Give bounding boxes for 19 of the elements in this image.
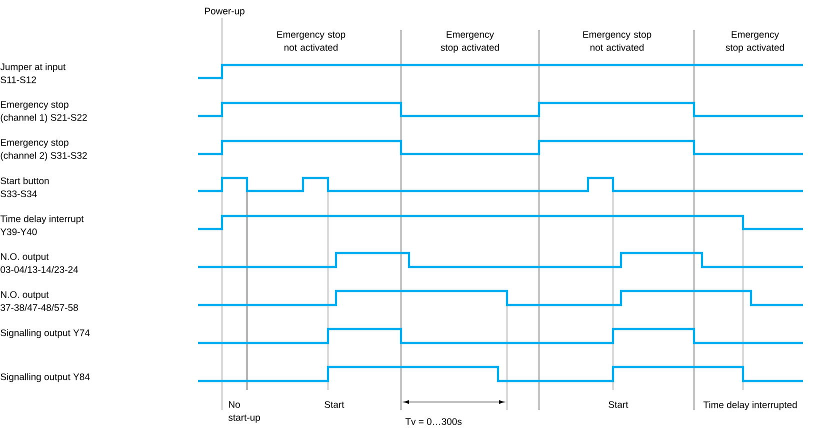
phase-label: Emergency stop not activated	[583, 31, 652, 51]
signal-label: Signalling output Y74	[0, 329, 90, 338]
signal-label: Emergency stop (channel 2) S31-S32	[0, 139, 87, 161]
signal-label: N.O. output 37-38/47-48/57-58	[0, 291, 78, 311]
signal-label: Time delay interrupt Y39-Y40	[0, 215, 84, 236]
signal-label: Jumper at input S11-S12	[0, 63, 66, 84]
signal-label: Emergency stop (channel 1) S21-S22	[0, 101, 87, 123]
dimension-label: Tv = 0…300s	[405, 418, 462, 425]
event-label: Start	[324, 401, 344, 408]
signal-label: N.O. output 03-04/13-14/23-24	[0, 253, 78, 273]
event-label: Power-up	[204, 8, 244, 16]
phase-label: Emergency stop not activated	[277, 31, 346, 51]
signal-label: Start button S33-S34	[0, 177, 49, 198]
event-label: Start	[608, 401, 628, 408]
phase-label: Emergency stop activated	[440, 31, 499, 53]
signal-label: Signalling output Y84	[0, 373, 90, 382]
event-label: No start-up	[228, 401, 260, 423]
phase-label: Emergency stop activated	[726, 31, 784, 53]
event-label: Time delay interrupted	[703, 401, 797, 410]
